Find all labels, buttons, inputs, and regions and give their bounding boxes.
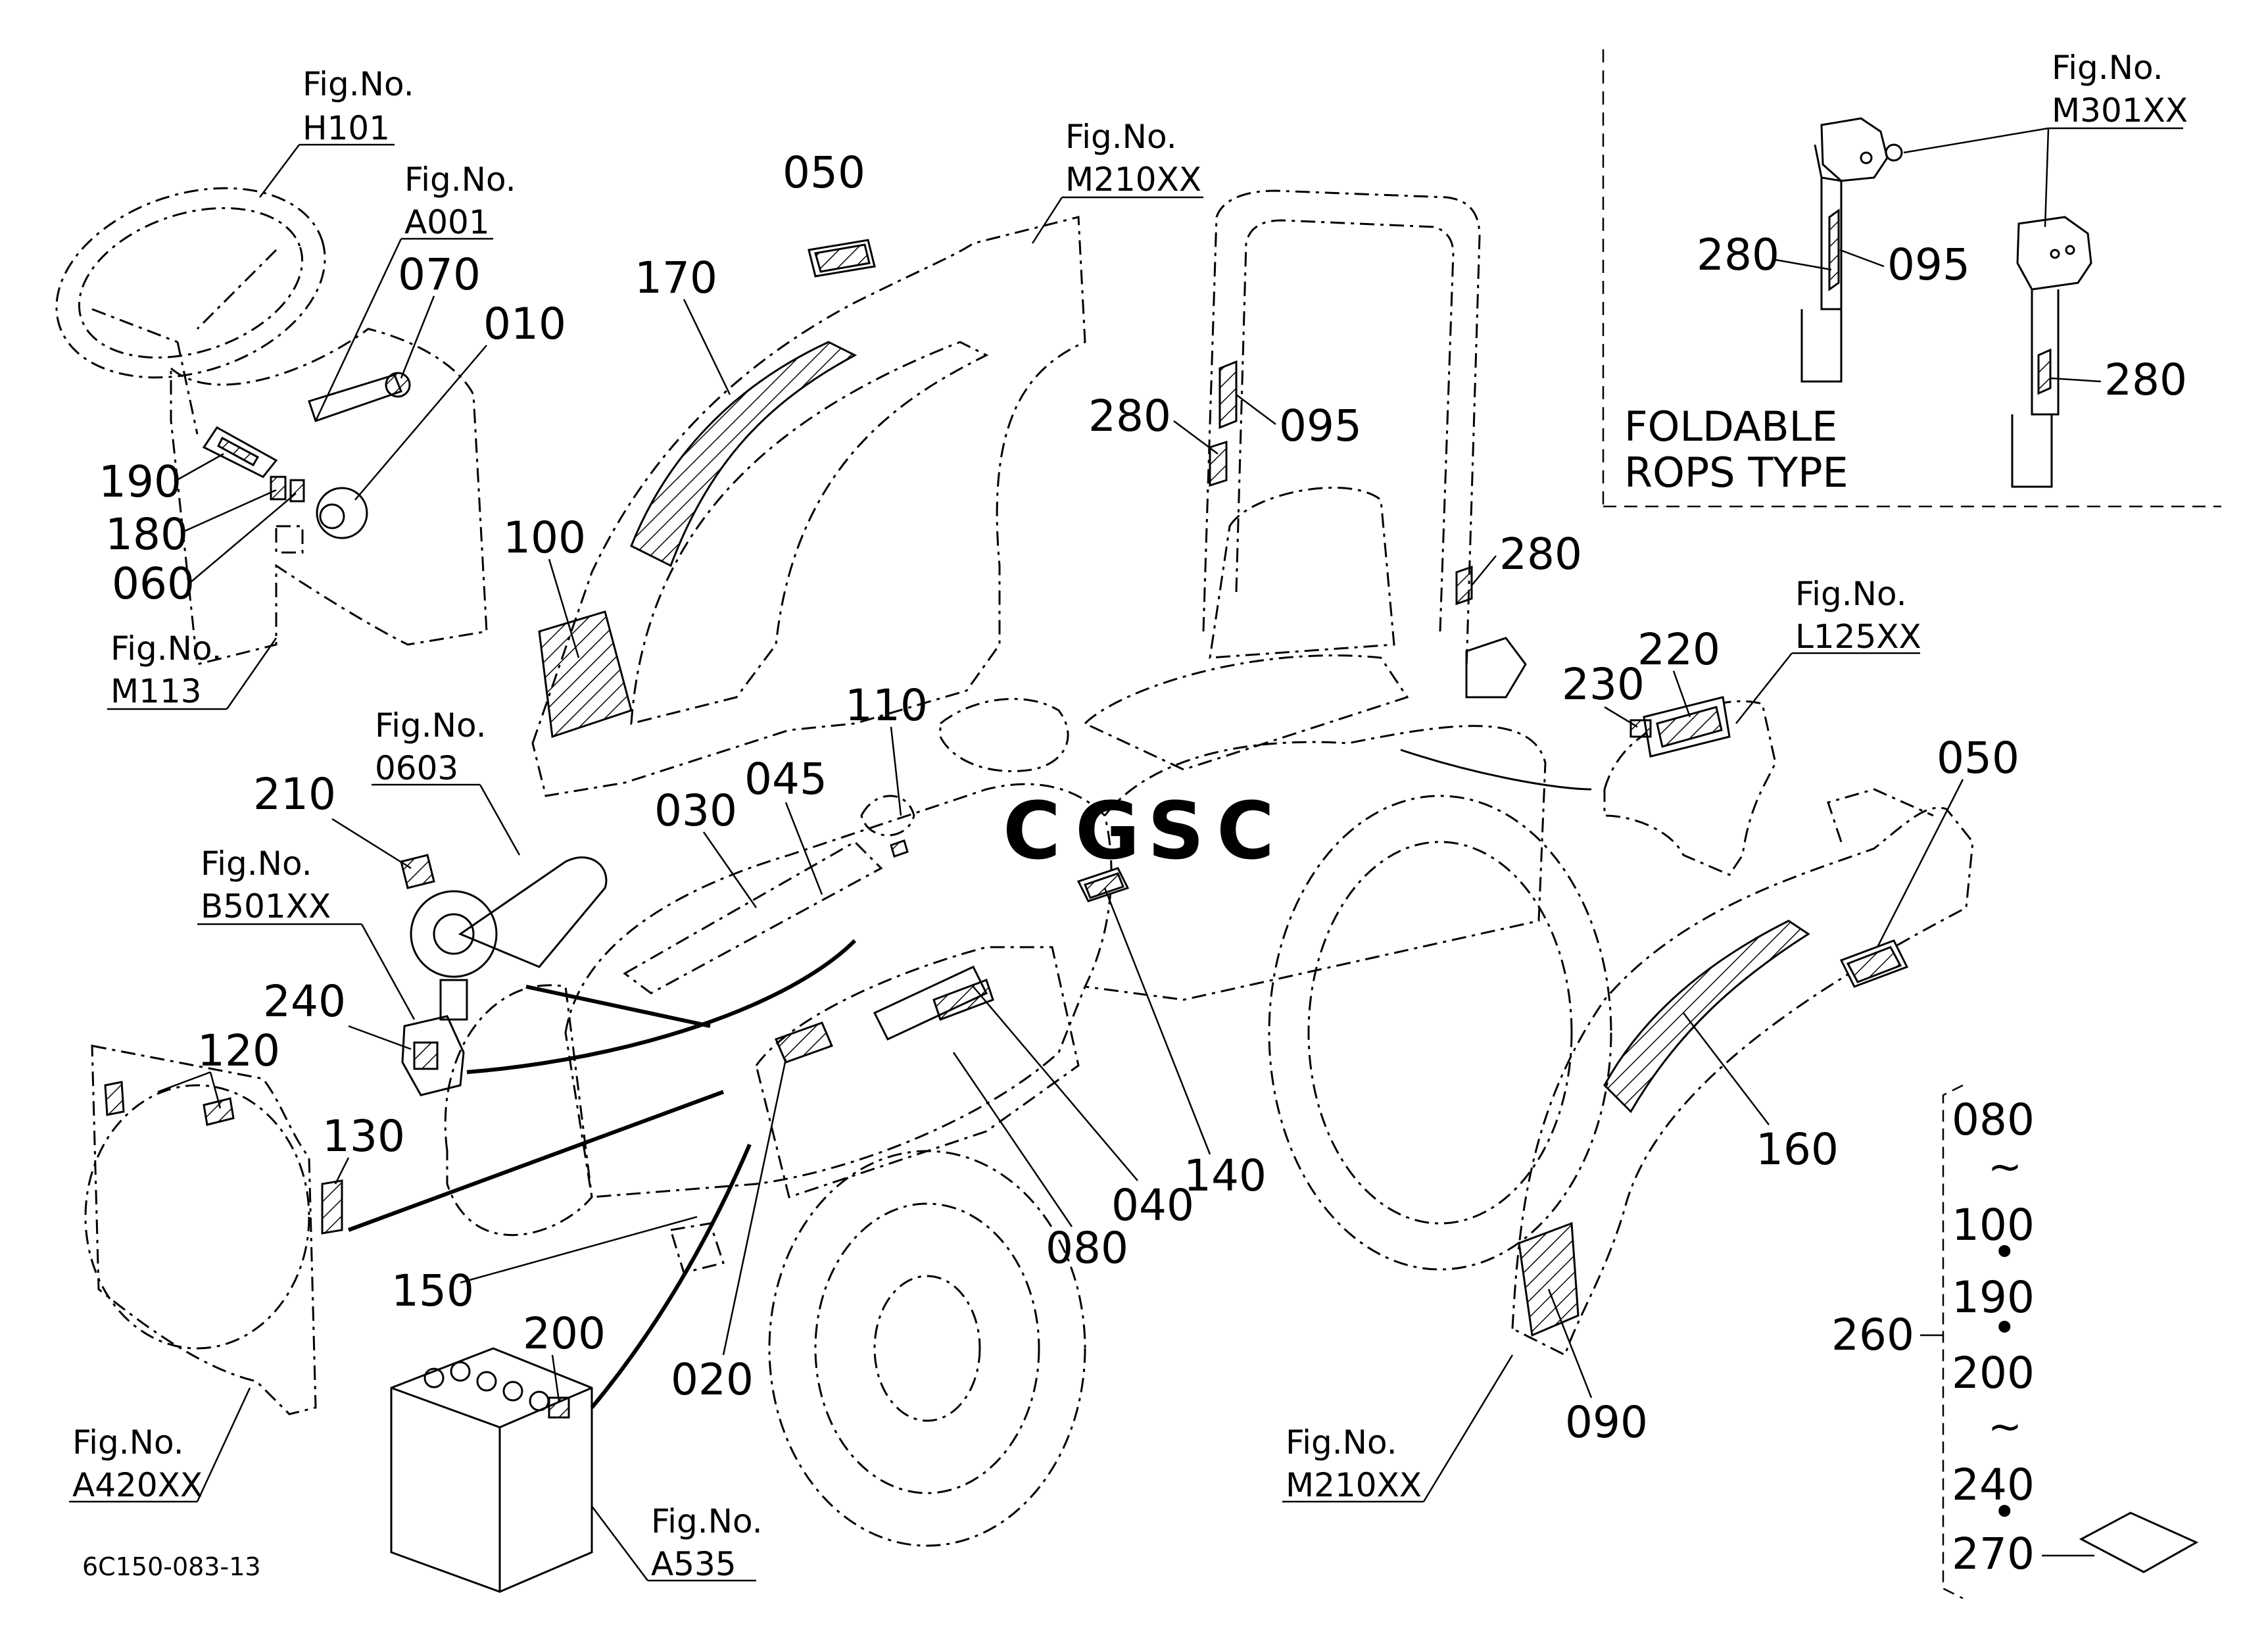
kit-item-270[interactable]: 270 bbox=[1952, 1529, 2035, 1579]
fig-ref-m210-top: M210XX bbox=[1065, 160, 1201, 199]
kit-separator-3: • bbox=[1992, 1304, 2017, 1352]
rops-inset: Fig.No. M301XX 280 095 280 FOLDABLE ROPS… bbox=[1602, 49, 2221, 508]
kit-item-240[interactable]: 240 bbox=[1952, 1460, 2035, 1510]
part-label-140[interactable]: 140 bbox=[1184, 1150, 1267, 1201]
fig-caption-b501: Fig.No. bbox=[201, 845, 312, 883]
kit-list: 260 080 ~ 100 • 190 • 200 ~ 240 • 270 bbox=[1831, 1084, 2199, 1600]
part-label-280-rops-lower[interactable]: 280 bbox=[1499, 529, 1582, 579]
part-label-095-rops[interactable]: 095 bbox=[1279, 401, 1362, 451]
fig-caption-m210-bottom: Fig.No. bbox=[1286, 1423, 1397, 1462]
rops-post-upright bbox=[2011, 216, 2092, 488]
part-label-050-right[interactable]: 050 bbox=[1937, 733, 2019, 783]
fig-ref-l125: L125XX bbox=[1795, 618, 1921, 656]
watermark-letter-c1: C bbox=[1003, 786, 1061, 877]
part-label-080[interactable]: 080 bbox=[1046, 1223, 1128, 1273]
kit-item-080[interactable]: 080 bbox=[1952, 1094, 2035, 1145]
part-label-100[interactable]: 100 bbox=[503, 512, 586, 563]
rops-seat-group: 280 095 280 bbox=[1083, 189, 1582, 771]
part-label-260[interactable]: 260 bbox=[1831, 1310, 1914, 1360]
part-label-070[interactable]: 070 bbox=[398, 249, 481, 300]
fig-ref-m113: M113 bbox=[110, 672, 202, 710]
part-label-160[interactable]: 160 bbox=[1756, 1124, 1839, 1175]
watermark: C G S C bbox=[1003, 786, 1274, 877]
right-fender-group: 050 160 090 Fig.No. M210XX 220 230 Fig.N… bbox=[1282, 575, 2019, 1504]
part-label-180[interactable]: 180 bbox=[105, 509, 188, 560]
fig-caption-h101: Fig.No. bbox=[302, 65, 414, 103]
kit-separator-4: ~ bbox=[1988, 1402, 2022, 1450]
watermark-letter-c2: C bbox=[1217, 786, 1274, 877]
fig-caption-a420: Fig.No. bbox=[72, 1423, 184, 1462]
kit-separator-5: • bbox=[1992, 1488, 2017, 1536]
fig-ref-h101: H101 bbox=[302, 109, 390, 147]
tractor-body-group: 110 030 045 040 140 080 020 150 bbox=[347, 680, 1612, 1547]
fig-caption-a001: Fig.No. bbox=[404, 160, 516, 199]
fig-ref-m301: M301XX bbox=[2052, 91, 2188, 130]
fig-ref-m210-bottom: M210XX bbox=[1286, 1466, 1422, 1504]
fig-caption-l125: Fig.No. bbox=[1795, 575, 1907, 613]
drawing-code: 6C150-083-13 bbox=[82, 1552, 261, 1581]
part-label-240[interactable]: 240 bbox=[263, 976, 346, 1027]
part-label-280-inset-right[interactable]: 280 bbox=[2104, 355, 2187, 405]
kit-separator-2: • bbox=[1992, 1228, 2017, 1276]
rops-note-line2: ROPS TYPE bbox=[1624, 449, 1848, 497]
kit-item-190[interactable]: 190 bbox=[1952, 1272, 2035, 1323]
kit-item-100[interactable]: 100 bbox=[1952, 1200, 2035, 1250]
part-label-190[interactable]: 190 bbox=[99, 456, 181, 507]
kit-separator-1: ~ bbox=[1988, 1143, 2022, 1191]
steering-dash-group: Fig.No. H101 Fig.No. A001 070 010 190 18… bbox=[55, 65, 566, 710]
part-label-200[interactable]: 200 bbox=[523, 1308, 606, 1359]
fig-ref-0603: 0603 bbox=[375, 749, 458, 787]
fig-caption-0603: Fig.No. bbox=[375, 706, 487, 745]
rops-note-line1: FOLDABLE bbox=[1624, 403, 1837, 451]
part-label-040[interactable]: 040 bbox=[1111, 1180, 1194, 1231]
part-label-090[interactable]: 090 bbox=[1565, 1397, 1648, 1448]
left-components-group: 210 Fig.No. 0603 Fig.No. B501XX 240 120 … bbox=[69, 706, 763, 1593]
fig-ref-a001: A001 bbox=[404, 203, 490, 241]
part-label-280-rops-upper[interactable]: 280 bbox=[1088, 391, 1171, 441]
part-label-010[interactable]: 010 bbox=[483, 299, 566, 349]
part-label-050-top[interactable]: 050 bbox=[783, 147, 865, 198]
fig-caption-a535: Fig.No. bbox=[651, 1502, 763, 1540]
part-label-130[interactable]: 130 bbox=[322, 1111, 405, 1162]
fig-ref-a535: A535 bbox=[651, 1545, 736, 1583]
decal-sheet-icon bbox=[2079, 1512, 2199, 1573]
part-label-150[interactable]: 150 bbox=[391, 1266, 474, 1316]
fig-ref-a420: A420XX bbox=[72, 1466, 203, 1504]
watermark-letter-s: S bbox=[1147, 786, 1204, 877]
left-fender-group: 050 170 100 Fig.No. M210XX bbox=[503, 118, 1203, 797]
part-label-170[interactable]: 170 bbox=[635, 253, 717, 303]
part-label-230[interactable]: 230 bbox=[1562, 659, 1645, 710]
kit-item-200[interactable]: 200 bbox=[1952, 1348, 2035, 1398]
part-label-280-inset-left[interactable]: 280 bbox=[1697, 230, 1779, 280]
fig-ref-b501: B501XX bbox=[201, 887, 331, 925]
fig-caption-m113: Fig.No. bbox=[110, 629, 222, 668]
part-label-220[interactable]: 220 bbox=[1637, 624, 1720, 675]
part-label-095-inset[interactable]: 095 bbox=[1887, 239, 1970, 290]
fig-caption-m210-top: Fig.No. bbox=[1065, 118, 1177, 156]
part-label-060[interactable]: 060 bbox=[112, 558, 195, 609]
part-label-020[interactable]: 020 bbox=[671, 1354, 754, 1405]
rops-post-folded bbox=[1800, 117, 1903, 383]
part-label-110[interactable]: 110 bbox=[845, 680, 928, 731]
part-label-120[interactable]: 120 bbox=[197, 1025, 280, 1076]
part-label-210[interactable]: 210 bbox=[253, 769, 336, 820]
part-label-030[interactable]: 030 bbox=[654, 785, 737, 836]
fig-caption-m301: Fig.No. bbox=[2052, 49, 2163, 87]
part-label-045[interactable]: 045 bbox=[744, 754, 827, 804]
watermark-letter-g: G bbox=[1075, 786, 1140, 877]
